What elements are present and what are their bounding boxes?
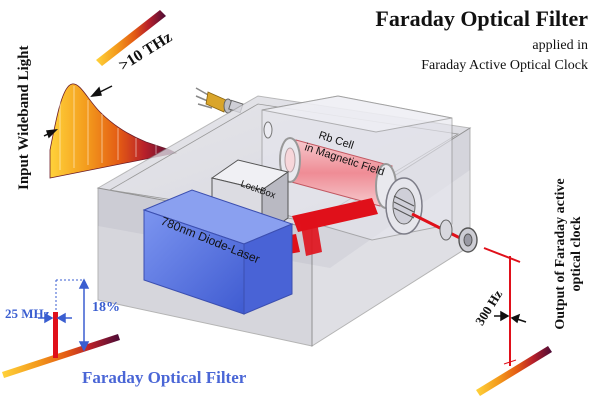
- filter-caption: Faraday Optical Filter: [82, 368, 247, 387]
- output-gradient-strip: [476, 346, 552, 396]
- input-light-label: Input Wideband Light: [16, 45, 32, 190]
- diode-laser: [142, 189, 294, 315]
- output-peak: [503, 256, 517, 366]
- filter-linewidth-arrows: [38, 312, 72, 324]
- subtitle-line1: applied in: [532, 38, 588, 53]
- page-title: Faraday Optical Filter: [375, 6, 588, 31]
- rb-cell-window: [385, 177, 423, 235]
- transmission-label: 18%: [92, 300, 120, 315]
- output-linewidth-arrows: [494, 310, 527, 324]
- small-lens: [263, 121, 273, 139]
- input-gradient-strip: [96, 10, 166, 66]
- filter-peak: [53, 279, 82, 358]
- output-connector: [439, 219, 478, 253]
- filter-linewidth-label: 25 MHz: [5, 306, 50, 321]
- bandwidth-arrows: [43, 85, 113, 139]
- output-label: Output of Faraday active optical clock: [553, 178, 584, 330]
- transmission-arrow: [78, 278, 90, 352]
- filter-gradient-strip: [2, 334, 120, 378]
- input-spectrum-curve: [49, 83, 178, 179]
- subtitle-line2: Faraday Active Optical Clock: [421, 58, 588, 73]
